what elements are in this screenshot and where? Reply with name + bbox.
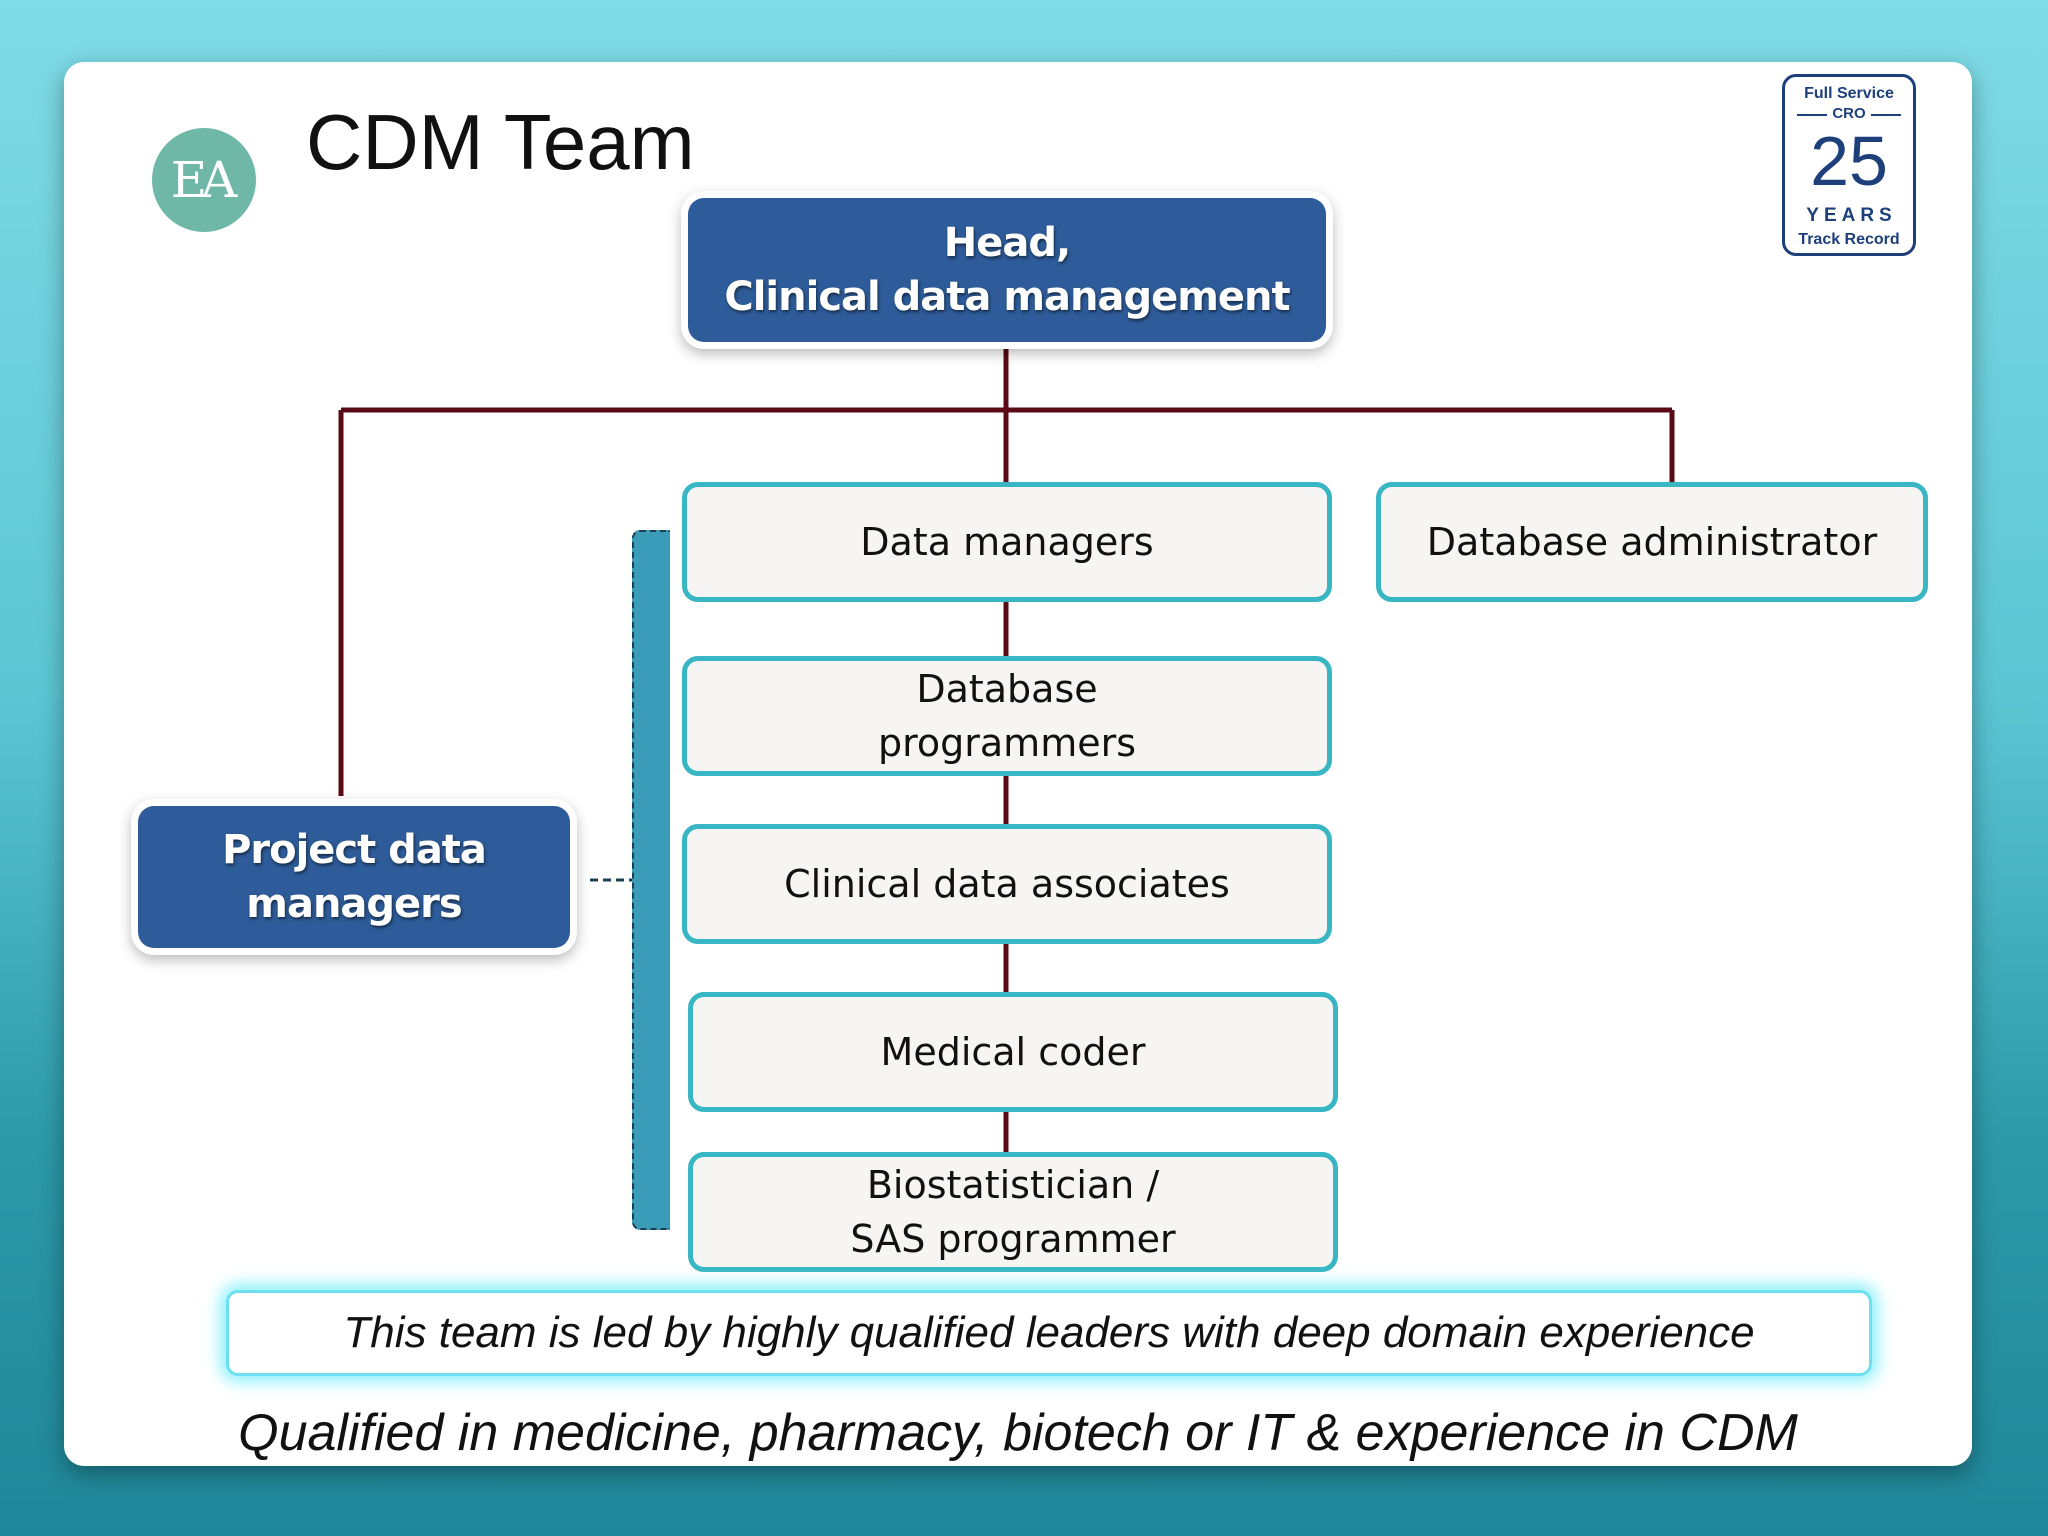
badge-line-3: YEARS xyxy=(1806,205,1897,226)
box-biostatistician: Biostatistician / SAS programmer xyxy=(688,1152,1338,1272)
box-database-administrator: Database administrator xyxy=(1376,482,1928,602)
company-logo: EA xyxy=(152,128,256,232)
badge-line-1: Full Service xyxy=(1804,85,1894,102)
badge-number: 25 xyxy=(1810,122,1888,200)
badge-divider-right xyxy=(1871,114,1901,116)
box-medical-coder: Medical coder xyxy=(688,992,1338,1112)
years-badge: Full Service CRO 25 YEARS Track Record xyxy=(1782,74,1916,256)
page-title: CDM Team xyxy=(306,98,695,186)
box-clinical-data-associates: Clinical data associates xyxy=(682,824,1332,944)
team-bracket xyxy=(632,530,670,1230)
box-head-cdm: Head, Clinical data management xyxy=(688,198,1326,342)
box-data-managers: Data managers xyxy=(682,482,1332,602)
box-database-programmers: Database programmers xyxy=(682,656,1332,776)
logo-text: EA xyxy=(170,151,238,209)
footer-text: Qualified in medicine, pharmacy, biotech… xyxy=(238,1404,1798,1462)
highlight-note: This team is led by highly qualified lea… xyxy=(226,1290,1872,1376)
badge-line-4: Track Record xyxy=(1798,231,1900,248)
badge-divider-left xyxy=(1797,114,1827,116)
badge-line-2: CRO xyxy=(1832,105,1866,122)
box-project-data-managers: Project data managers xyxy=(138,806,570,948)
